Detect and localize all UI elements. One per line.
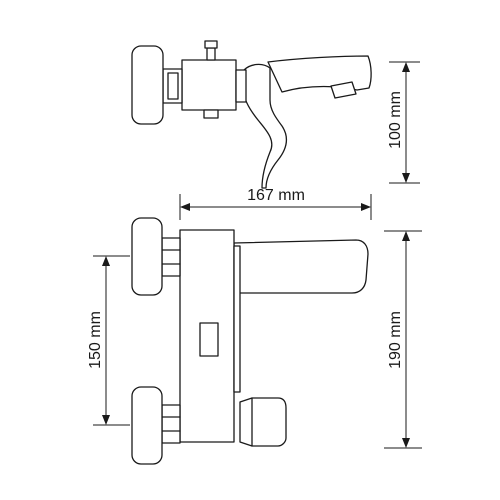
dim-label-150: 150 mm — [87, 311, 104, 369]
dim-inlet-spacing: 150 mm — [87, 255, 130, 426]
front-view — [131, 217, 369, 465]
upper-wall-flange — [131, 217, 163, 296]
top-stem-cap — [204, 40, 218, 49]
lever-top-view — [243, 63, 288, 189]
connector-nut-inner — [167, 72, 179, 100]
bottom-stem — [203, 109, 219, 119]
diverter-slot — [199, 322, 219, 357]
dim-top-height: 100 mm — [387, 61, 420, 184]
body-side-flange — [235, 69, 247, 103]
spout-front-view — [233, 239, 369, 294]
top-view — [131, 40, 372, 189]
lower-connector-nut — [161, 404, 181, 444]
upper-connector-nut — [161, 237, 181, 277]
dim-label-100: 100 mm — [387, 91, 404, 149]
dim-front-height: 190 mm — [384, 230, 422, 449]
lever-front-view — [239, 397, 287, 447]
dim-label-167: 167 mm — [247, 187, 305, 204]
wall-flange-top — [131, 45, 164, 125]
dim-label-190: 190 mm — [387, 311, 404, 369]
spout-top-view — [267, 55, 372, 93]
body-top-view — [181, 59, 237, 111]
dim-depth: 167 mm — [179, 187, 372, 220]
lower-wall-flange — [131, 386, 163, 465]
spout-outlet — [330, 81, 357, 99]
body-vertical-line — [233, 245, 241, 393]
top-stem — [206, 47, 216, 61]
